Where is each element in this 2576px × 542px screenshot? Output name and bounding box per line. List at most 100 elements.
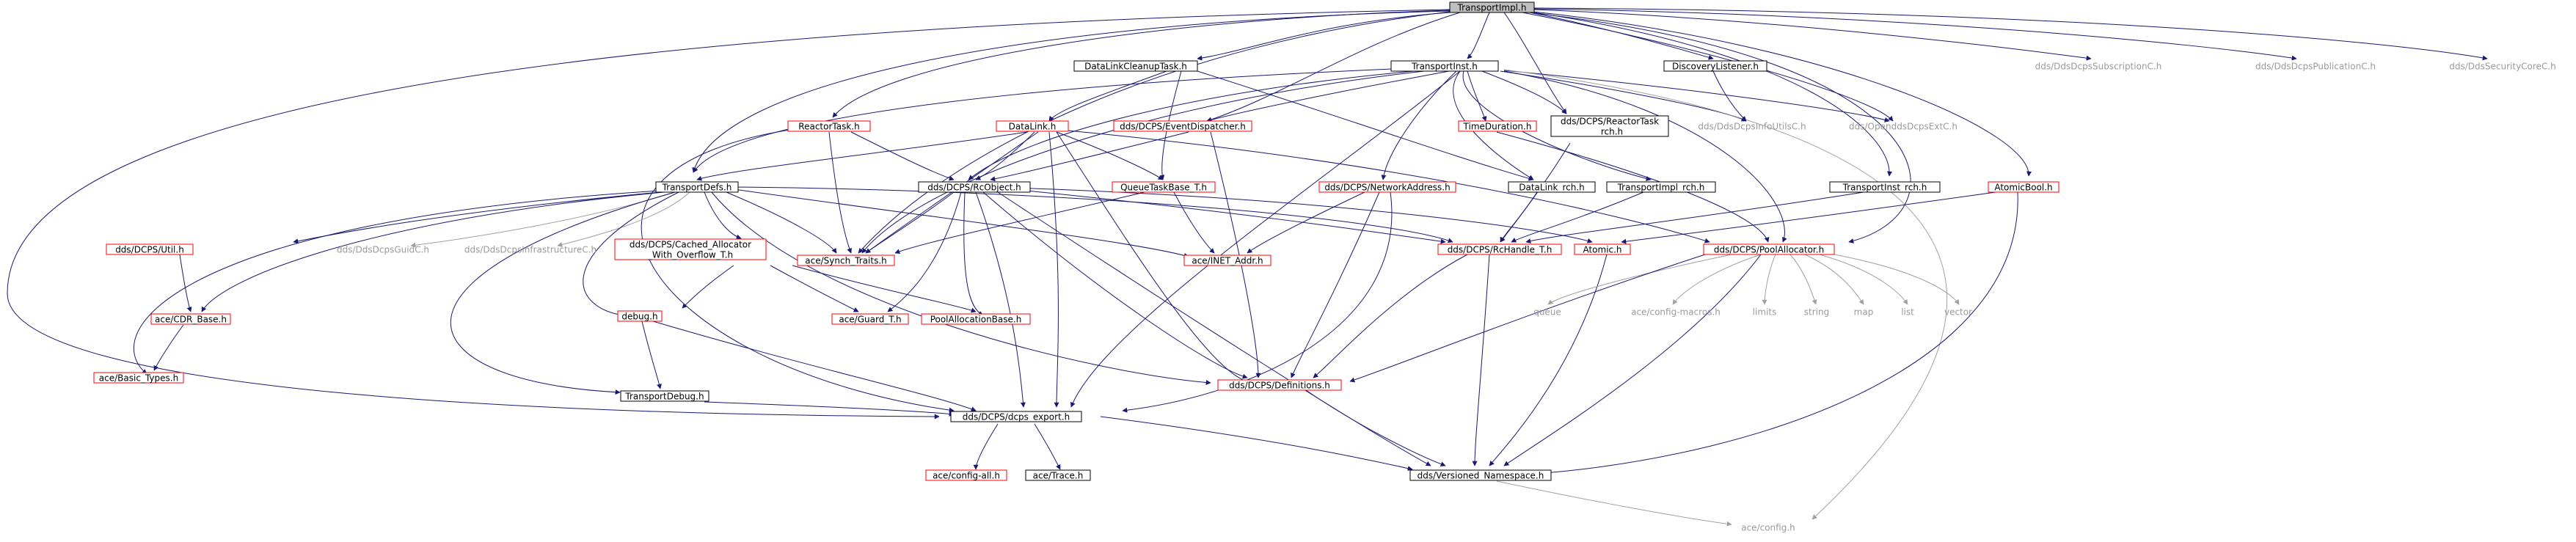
node-std-limits[interactable]: limits (1746, 307, 1783, 318)
edge-root-tinrch (1533, 12, 1892, 177)
edge-disc-infoutils (1712, 70, 1747, 122)
node-dcps-export-h[interactable]: dds/DCPS/dcps_export.h (950, 411, 1082, 422)
edge-debug-tdebug (641, 321, 662, 389)
edge-tdefs-util (293, 191, 661, 244)
node-event-dispatcher-h[interactable]: dds/DCPS/EventDispatcher.h (1113, 120, 1252, 132)
edge-tinst-tdefs (693, 67, 1428, 173)
node-dds-dcps-subscription-c-h[interactable]: dds/DdsDcpsSubscriptionC.h (2026, 61, 2170, 72)
node-pool-allocator-h[interactable]: dds/DCPS/PoolAllocator.h (1703, 243, 1835, 255)
node-label: TransportImpl_rch.h (1617, 183, 1705, 193)
edge-evdisp-defs (1210, 131, 1261, 378)
node-label: ace/Trace.h (1033, 471, 1084, 481)
node-datalink-cleanup-task-h[interactable]: DataLinkCleanupTask.h (1073, 60, 1198, 72)
node-ace-config-h[interactable]: ace/config.h (1736, 522, 1800, 533)
edge-tinst-acecfg (1503, 69, 1947, 520)
node-ace-inet-addr-h[interactable]: ace/INET_Addr.h (1183, 254, 1271, 266)
node-ace-synch-traits-h[interactable]: ace/Synch_Traits.h (797, 254, 895, 266)
node-datalink-rch-h[interactable]: DataLink_rch.h (1508, 181, 1596, 193)
node-ace-guard-t-h[interactable]: ace/Guard_T.h (831, 313, 909, 325)
node-label: ace/config.h (1741, 523, 1795, 533)
node-transport-impl-rch-h[interactable]: TransportImpl_rch.h (1606, 181, 1716, 193)
edge-tinst-infoutils (1500, 70, 1747, 122)
node-label: dds/DdsDcpsInfrastructureC.h (464, 245, 596, 255)
node-util-h[interactable]: dds/DCPS/Util.h (106, 243, 194, 255)
node-transport-debug-h[interactable]: TransportDebug.h (620, 390, 709, 402)
node-ace-cdr-base-h[interactable]: ace/CDR_Base.h (150, 313, 231, 325)
node-label: TransportInst.h (1411, 62, 1478, 72)
edge-netaddr-export (1122, 191, 1393, 413)
node-definitions-h[interactable]: dds/DCPS/Definitions.h (1217, 379, 1342, 391)
node-rc-handle-t-h[interactable]: dds/DCPS/RcHandle_T.h (1437, 243, 1562, 255)
node-dds-dcps-publication-c-h[interactable]: dds/DdsDcpsPublicationC.h (2245, 61, 2386, 72)
edge-tinst-dlrch (1453, 70, 1534, 180)
edge-tinst-synch (861, 70, 1431, 254)
node-transport-inst-rch-h[interactable]: TransportInst_rch.h (1829, 181, 1941, 193)
edge-netaddr-defs (1291, 191, 1380, 378)
node-atomic-bool-h[interactable]: AtomicBool.h (1988, 181, 2059, 193)
node-atomic-h[interactable]: Atomic.h (1574, 243, 1631, 255)
node-datalink-h[interactable]: DataLink.h (996, 120, 1069, 132)
edge-util-cdr (179, 254, 192, 312)
node-dds-dcps-guid-c-h[interactable]: dds/DdsDcpsGuidC.h (328, 244, 438, 255)
node-opendds-dcps-ext-c-h[interactable]: dds/OpenddsDcpsExtC.h (1843, 121, 1963, 132)
node-dds-security-core-c-h[interactable]: dds/DdsSecurityCoreC.h (2440, 61, 2565, 72)
node-discovery-listener-h[interactable]: DiscoveryListener.h (1663, 60, 1767, 72)
edge-reactask-rcobj (850, 131, 955, 181)
edge-export-cfgall (973, 423, 999, 470)
node-transport-defs-h[interactable]: TransportDefs.h (655, 181, 739, 193)
edge-root-tdefs (692, 10, 1451, 173)
edge-layer (7, 7, 2488, 527)
edge-pool-vector (1834, 254, 1960, 305)
node-label: DataLink.h (1009, 122, 1057, 132)
node-std-string[interactable]: string (1798, 307, 1836, 318)
edge-root-disc (1529, 12, 1714, 60)
node-transport-inst-h[interactable]: TransportInst.h (1390, 60, 1499, 72)
edge-tinst-tirch (1462, 70, 1652, 181)
node-std-queue[interactable]: queue (1526, 307, 1569, 318)
edge-evdisp-rcobj (990, 131, 1189, 182)
node-transport-impl-h[interactable]: TransportImpl.h (1449, 1, 1535, 13)
node-pool-allocation-base-h[interactable]: PoolAllocationBase.h (921, 313, 1031, 325)
node-label: dds/DdsDcpsSubscriptionC.h (2035, 62, 2162, 72)
node-std-vector[interactable]: vector (1937, 307, 1980, 318)
node-debug-h[interactable]: debug.h (617, 310, 663, 322)
node-reactor-task-rch-h-line2[interactable]: _rch.h (1596, 127, 1623, 137)
node-dds-dcps-infrastructure-c-h[interactable]: dds/DdsDcpsInfrastructureC.h (455, 244, 606, 255)
node-label: ace/Synch_Traits.h (805, 256, 886, 266)
edge-tdefs-infrac (557, 191, 690, 247)
edge-pool-limits (1762, 254, 1776, 305)
edge-rcobj-synch (865, 191, 955, 254)
edge-tirch-rchandle (1511, 191, 1644, 243)
edge-rcobj-poolbase (963, 191, 984, 316)
edge-root-tinst (1467, 12, 1490, 59)
node-label: list (1901, 307, 1914, 318)
node-ace-trace-h[interactable]: ace/Trace.h (1025, 469, 1091, 481)
node-label: ace/Guard_T.h (839, 315, 901, 325)
edge-pool-list (1819, 254, 1908, 305)
node-cached-allocator-h-line1[interactable]: dds/DCPS/Cached_Allocator (614, 238, 767, 260)
node-std-list[interactable]: list (1893, 307, 1922, 318)
edge-datalink-defs (1056, 131, 1252, 385)
edge-cached-guard (770, 265, 859, 312)
edge-tinst-timedur (1467, 70, 1487, 122)
node-versioned-namespace-h[interactable]: dds/Versioned_Namespace.h (1409, 469, 1552, 481)
node-ace-config-all-h[interactable]: ace/config-all.h (925, 469, 1007, 481)
node-rc-object-h[interactable]: dds/DCPS/RcObject.h (918, 181, 1031, 193)
node-std-map[interactable]: map (1849, 307, 1878, 318)
node-queue-task-base-t-h[interactable]: QueueTaskBase_T.h (1112, 181, 1216, 193)
node-ace-config-macros-h[interactable]: ace/config-macros.h (1626, 307, 1726, 318)
node-ace-basic-types-h[interactable]: ace/Basic_Types.h (93, 372, 184, 384)
node-network-address-h[interactable]: dds/DCPS/NetworkAddress.h (1318, 181, 1456, 193)
node-layer: TransportImpl.h DataLinkCleanupTask.h Tr… (93, 1, 2565, 533)
edge-tinst-rcobj (968, 69, 1431, 180)
edge-datalink-qtask (1056, 131, 1164, 180)
node-cached-allocator-h-line2[interactable]: _With_Overflow_T.h (647, 250, 733, 260)
node-dds-dcps-info-utils-c-h[interactable]: dds/DdsDcpsInfoUtilsC.h (1687, 121, 1817, 132)
node-reactor-task-h[interactable]: ReactorTask.h (787, 120, 871, 132)
node-time-duration-h[interactable]: TimeDuration.h (1458, 120, 1537, 132)
edge-root-pubc (1533, 8, 2297, 61)
edge-tdefs-basic (133, 190, 661, 375)
edge-tdebug-export (704, 401, 955, 417)
node-reactor-task-rch-h-line1[interactable]: dds/DCPS/ReactorTask (1550, 115, 1669, 137)
